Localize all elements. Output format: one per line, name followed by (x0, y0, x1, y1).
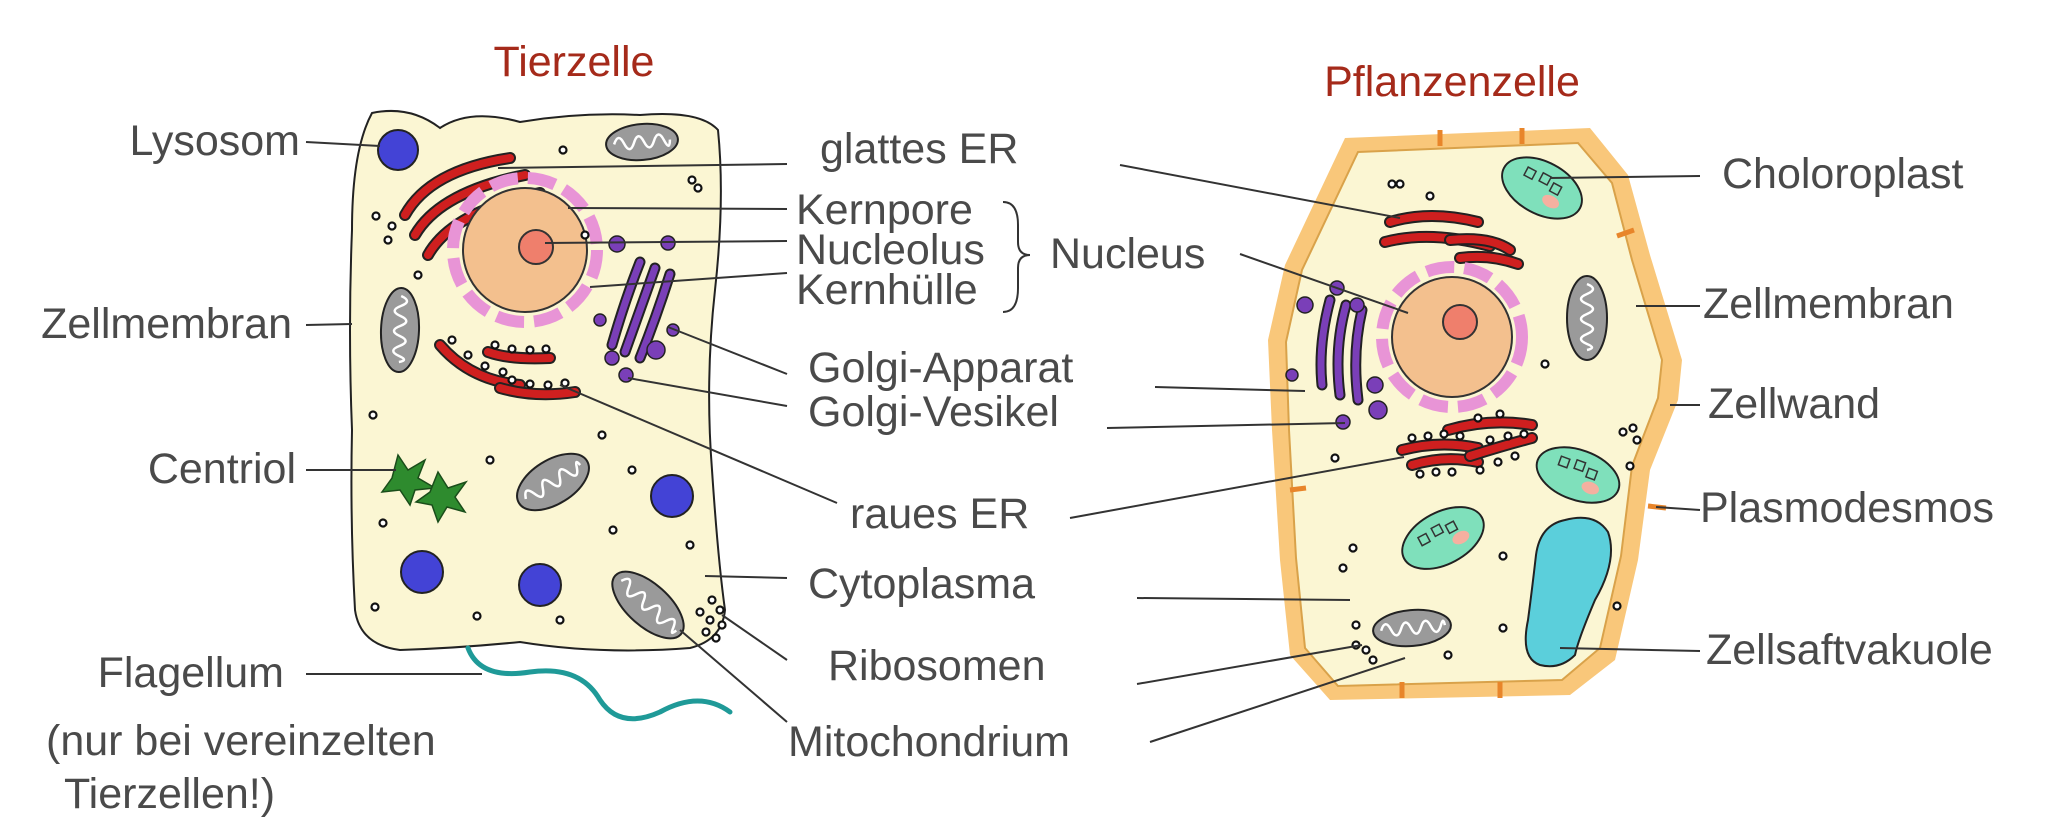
animal-cell (349, 109, 733, 722)
animal-cell-title: Tierzelle (494, 38, 655, 86)
lysosome (518, 563, 562, 607)
centriole (380, 453, 468, 524)
label-zellwand: Zellwand (1708, 380, 1880, 428)
label-zellmembran-animal: Zellmembran (41, 300, 292, 348)
label-note-line1: (nur bei vereinzelten (46, 717, 436, 765)
golgi-vesicle (1335, 414, 1351, 430)
golgi-apparatus (1285, 280, 1388, 420)
label-golgi-vesikel: Golgi-Vesikel (808, 388, 1059, 436)
label-mitochondrium: Mitochondrium (788, 718, 1070, 766)
chloroplast (1401, 506, 1485, 570)
label-flagellum: Flagellum (98, 649, 284, 697)
leader-lines (305, 141, 1701, 743)
label-note-line2: Tierzellen!) (64, 770, 275, 818)
label-golgi-apparat: Golgi-Apparat (808, 344, 1073, 392)
central-vacuole (1524, 516, 1612, 668)
ribosomes-on-er (447, 335, 570, 390)
label-kernhuelle: Kernhülle (796, 266, 978, 314)
label-zellmembran-plant: Zellmembran (1703, 280, 1954, 328)
label-lysosom: Lysosom (130, 117, 300, 165)
rough-er (1396, 416, 1538, 471)
label-cytoplasma: Cytoplasma (808, 560, 1035, 608)
mitochondrion (379, 287, 421, 373)
mitochondrion (1566, 275, 1608, 361)
plant-cell (1268, 128, 1682, 700)
plant-cell-title: Pflanzenzelle (1324, 58, 1580, 106)
ribosomes (368, 145, 727, 643)
mitochondrion (605, 122, 679, 162)
flagellum (465, 645, 733, 722)
label-raues-er: raues ER (850, 490, 1029, 538)
golgi-vesicle (618, 367, 634, 383)
ribosomes-on-er (1407, 409, 1529, 479)
smooth-er (1379, 210, 1524, 270)
label-centriol: Centriol (148, 445, 296, 493)
label-kernpore: Kernpore (796, 186, 973, 234)
label-zellsaftvakuole: Zellsaftvakuole (1706, 626, 1993, 674)
ribosomes (1330, 179, 1642, 665)
mitochondrion (1372, 608, 1452, 648)
animal-cell-membrane (349, 109, 727, 652)
label-nucleolus: Nucleolus (796, 226, 985, 274)
nucleolus (518, 229, 554, 265)
label-glattes-er: glattes ER (820, 125, 1018, 173)
plant-nucleus (1376, 261, 1528, 413)
lysosome (650, 474, 694, 518)
mitochondrion (611, 570, 685, 640)
label-ribosomen: Ribosomen (828, 642, 1046, 690)
mitochondrion (516, 452, 590, 512)
animal-nucleus (447, 172, 603, 328)
lysosome (377, 129, 419, 171)
chloroplast (1535, 446, 1621, 504)
label-chloroplast: Choloroplast (1722, 150, 1963, 198)
chloroplast (1501, 156, 1583, 220)
label-plasmodesmos: Plasmodesmos (1700, 484, 1994, 532)
lysosome (400, 550, 444, 594)
nucleolus (1442, 304, 1478, 340)
label-nucleus: Nucleus (1050, 230, 1205, 278)
